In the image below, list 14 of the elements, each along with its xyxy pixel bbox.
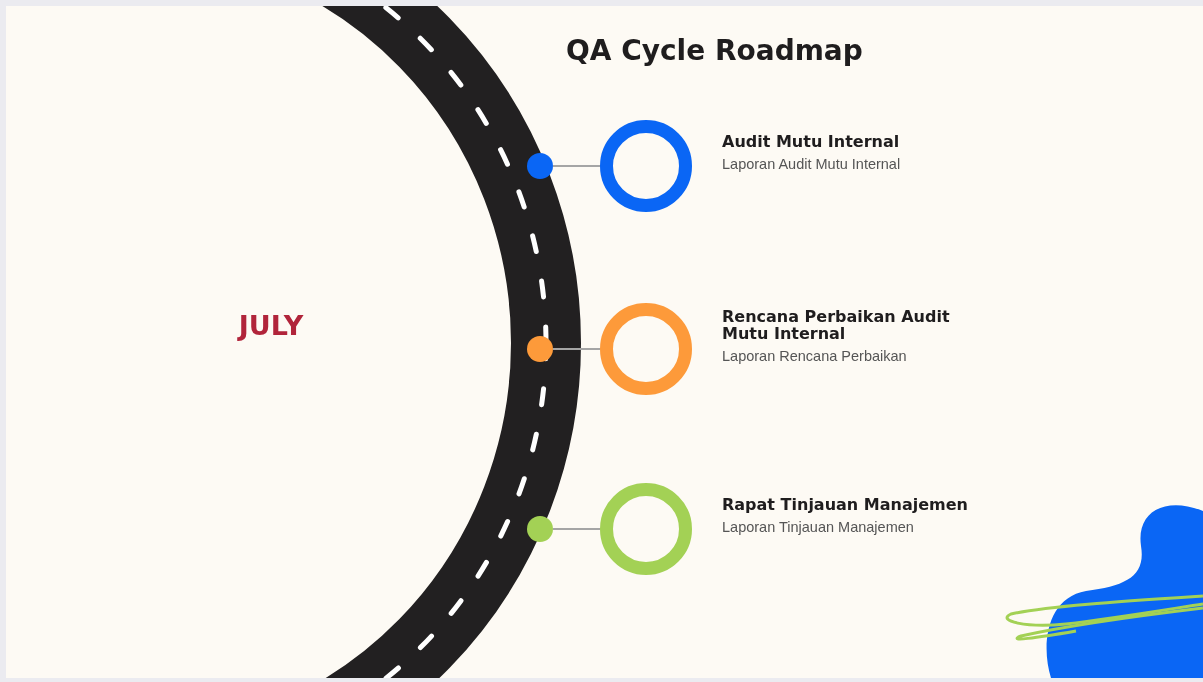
connector-line <box>552 165 601 167</box>
ring-marker <box>600 303 692 395</box>
ring-marker <box>600 483 692 575</box>
step-description: Laporan Tinjauan Manajemen <box>722 518 915 537</box>
connector-line <box>552 528 601 530</box>
month-label: JULY <box>238 308 304 343</box>
ring-marker <box>600 120 692 212</box>
title: QA Cycle Roadmap <box>566 33 863 69</box>
step-description: Laporan Audit Mutu Internal <box>722 155 902 174</box>
connector-line <box>552 348 601 350</box>
step-heading: Audit Mutu Internal <box>722 133 901 150</box>
step-heading: Rapat Tinjauan Manajemen <box>722 496 969 513</box>
step-heading: Rencana Perbaikan Audit Mutu Internal <box>722 308 951 342</box>
step-description: Laporan Rencana Perbaikan <box>722 347 908 366</box>
